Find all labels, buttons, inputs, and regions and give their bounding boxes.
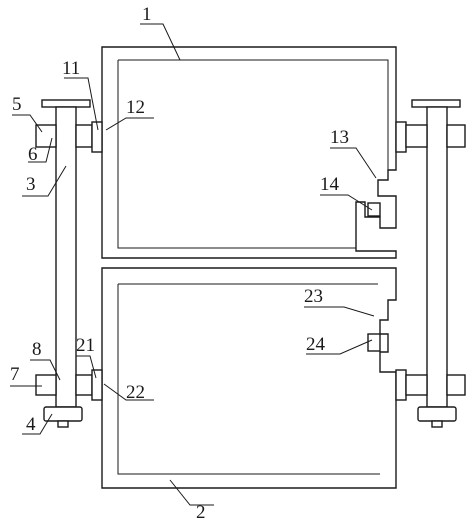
right-lower-slider	[446, 374, 466, 396]
label-14: 14	[320, 174, 340, 195]
label-23: 23	[304, 286, 323, 307]
label-1: 1	[142, 4, 152, 25]
left-lower-bearing	[91, 369, 103, 401]
label-8: 8	[32, 339, 42, 360]
leader-lines	[10, 23, 377, 506]
label-6: 6	[28, 144, 38, 165]
lower-notch-block	[367, 333, 381, 352]
label-13: 13	[330, 127, 349, 148]
left-column-rod	[55, 106, 77, 408]
lower-frame	[101, 267, 397, 489]
right-base-foot	[431, 420, 443, 428]
label-11: 11	[62, 58, 80, 79]
left-column-assembly	[35, 99, 103, 428]
label-5: 5	[12, 94, 22, 115]
left-base-foot	[57, 420, 69, 428]
label-22: 22	[126, 382, 145, 403]
right-upper-bearing	[395, 121, 407, 153]
upper-frame	[101, 46, 397, 259]
left-lower-collar	[75, 374, 93, 396]
left-top-plate	[41, 99, 91, 108]
label-12: 12	[126, 97, 145, 118]
right-base-wheel	[417, 406, 457, 422]
label-21: 21	[76, 335, 95, 356]
right-column-rod	[426, 106, 448, 408]
part-labels: 1 2 3 4 5 6 7 8 11 12 13 14 21 22 23 24	[10, 4, 349, 523]
right-top-plate	[411, 99, 461, 108]
right-lower-collar	[405, 374, 428, 396]
right-lower-bearing	[395, 369, 407, 401]
label-4: 4	[26, 414, 36, 435]
left-upper-bearing	[91, 121, 103, 153]
label-2: 2	[196, 502, 206, 523]
left-lower-slider	[35, 374, 57, 396]
label-3: 3	[26, 174, 36, 195]
left-upper-collar	[75, 124, 93, 148]
right-column-assembly	[395, 99, 466, 428]
label-7: 7	[10, 364, 20, 385]
label-24: 24	[306, 334, 326, 355]
right-upper-collar	[405, 124, 428, 148]
left-base-wheel	[43, 406, 83, 422]
upper-notch-block	[367, 202, 381, 217]
right-upper-slider	[446, 124, 466, 148]
